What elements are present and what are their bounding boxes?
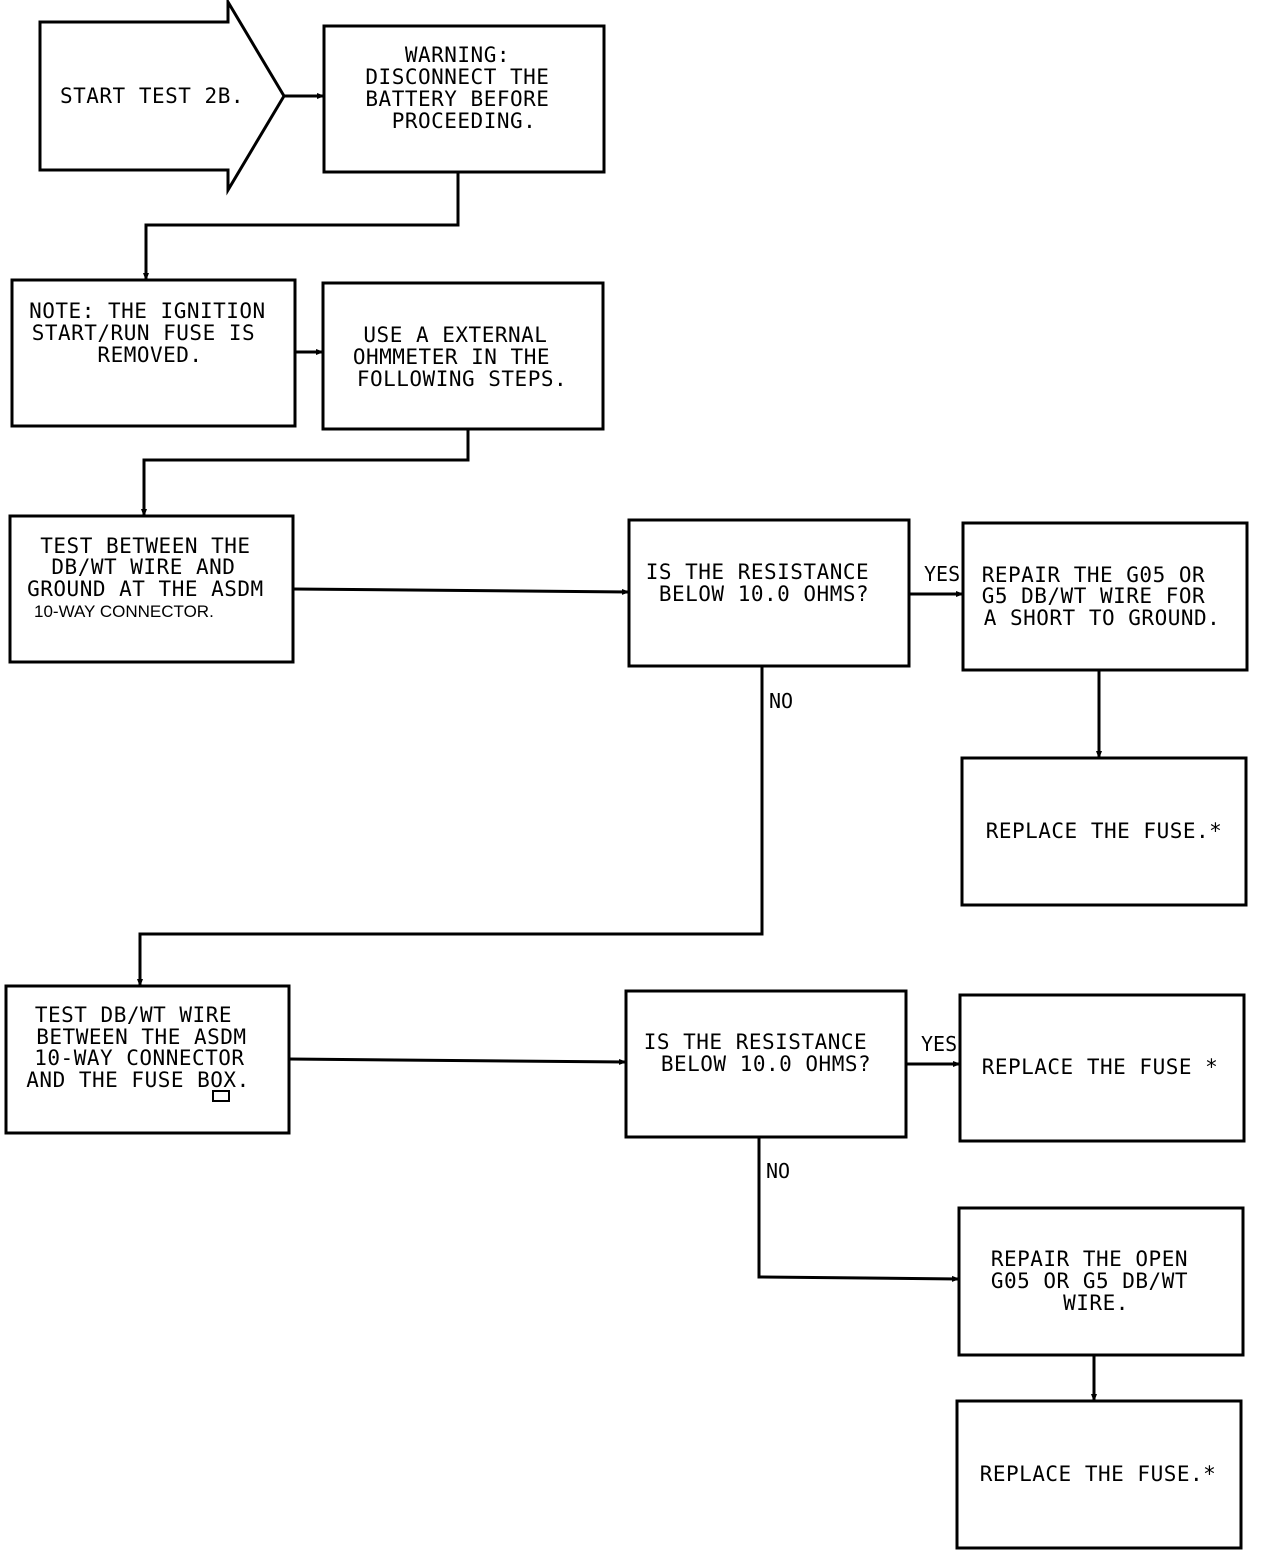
ohmmeter-text: USE A EXTERNAL OHMMETER IN THE FOLLOWING… — [353, 323, 567, 391]
replace2-box: REPLACE THE FUSE * — [958, 993, 1246, 1143]
replace3-box: REPLACE THE FUSE.* — [955, 1399, 1243, 1550]
note-box: NOTE: THE IGNITION START/RUN FUSE IS REM… — [10, 278, 297, 428]
replace3-text: REPLACE THE FUSE.* — [980, 1462, 1217, 1486]
edge-decision1-no — [137, 666, 764, 987]
repair-short-text: REPAIR THE G05 OR G5 DB/WT WIRE FOR A SH… — [982, 563, 1221, 630]
repair-open-text: REPAIR THE OPEN G05 OR G5 DB/WT WIRE. — [991, 1247, 1201, 1315]
decision2-box: IS THE RESISTANCE BELOW 10.0 OHMS? — [624, 989, 908, 1139]
decision2-text: IS THE RESISTANCE BELOW 10.0 OHMS? — [644, 1030, 881, 1076]
note-text: NOTE: THE IGNITION START/RUN FUSE IS REM… — [29, 299, 279, 367]
decision1-box: IS THE RESISTANCE BELOW 10.0 OHMS? — [627, 518, 911, 668]
test2-box: TEST DB/WT WIRE BETWEEN THE ASDM 10-WAY … — [4, 984, 291, 1135]
replace1-box: REPLACE THE FUSE.* — [960, 756, 1248, 907]
start-arrow: START TEST 2B. — [38, 0, 286, 196]
warning-text: WARNING: DISCONNECT THE BATTERY BEFORE P… — [365, 43, 562, 133]
ohmmeter-box: USE A EXTERNAL OHMMETER IN THE FOLLOWING… — [321, 281, 605, 431]
edge-warning-note — [143, 172, 460, 281]
replace1-text: REPLACE THE FUSE.* — [986, 819, 1223, 843]
edge-test2-decision2 — [288, 1057, 627, 1065]
fuse-box-symbol — [212, 1090, 230, 1102]
decision2-yes-label: YES — [921, 1032, 957, 1056]
repair-open-box: REPAIR THE OPEN G05 OR G5 DB/WT WIRE. — [957, 1206, 1245, 1357]
repair-short-box: REPAIR THE G05 OR G5 DB/WT WIRE FOR A SH… — [961, 521, 1249, 672]
decision1-yes-label: YES — [924, 562, 960, 586]
decision1-text: IS THE RESISTANCE BELOW 10.0 OHMS? — [646, 560, 883, 606]
test1-text: TEST BETWEEN THE DB/WT WIRE AND GROUND A… — [27, 534, 277, 621]
decision1-no-label: NO — [769, 689, 793, 713]
edge-decision2-no — [757, 1137, 960, 1282]
test1-box: TEST BETWEEN THE DB/WT WIRE AND GROUND A… — [8, 514, 295, 664]
decision2-no-label: NO — [766, 1159, 790, 1183]
edge-test1-decision1 — [292, 587, 630, 595]
replace2-text: REPLACE THE FUSE * — [982, 1055, 1219, 1079]
start-text: START TEST 2B. — [60, 84, 244, 108]
test2-text: TEST DB/WT WIRE BETWEEN THE ASDM 10-WAY … — [26, 1003, 259, 1092]
edge-ohmmeter-test1 — [141, 429, 470, 517]
warning-box: WARNING: DISCONNECT THE BATTERY BEFORE P… — [322, 24, 606, 174]
